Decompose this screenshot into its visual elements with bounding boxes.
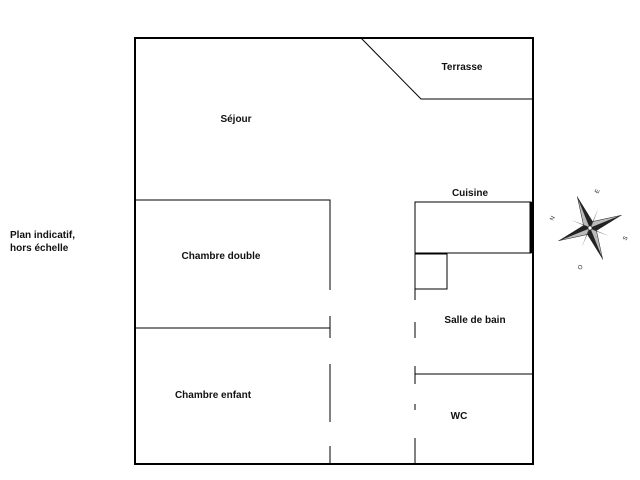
plan-note: Plan indicatif, hors échelle — [10, 229, 75, 255]
chambre-double-outline — [134, 199, 331, 329]
compass-north-label: N — [549, 215, 556, 221]
plan-note-line-2: hors échelle — [10, 243, 69, 254]
label-sejour: Séjour — [220, 114, 251, 125]
chambre-enfant-outline — [134, 327, 331, 465]
terrasse-outline — [360, 37, 533, 100]
compass-rose-icon — [558, 196, 622, 260]
label-cuisine: Cuisine — [452, 188, 489, 199]
label-chambre-double: Chambre double — [182, 251, 261, 262]
label-terrasse: Terrasse — [442, 62, 483, 73]
compass-east-label: E — [595, 188, 602, 194]
label-wc: WC — [451, 411, 468, 422]
label-chambre-enfant: Chambre enfant — [175, 390, 252, 401]
cuisine-outline — [414, 201, 532, 464]
shower-outline — [414, 253, 448, 290]
plan-note-line-1: Plan indicatif, — [10, 230, 76, 241]
compass-west-label: O — [577, 264, 585, 271]
label-salle-de-bain: Salle de bain — [444, 315, 505, 326]
compass-south-label: S — [623, 235, 630, 241]
